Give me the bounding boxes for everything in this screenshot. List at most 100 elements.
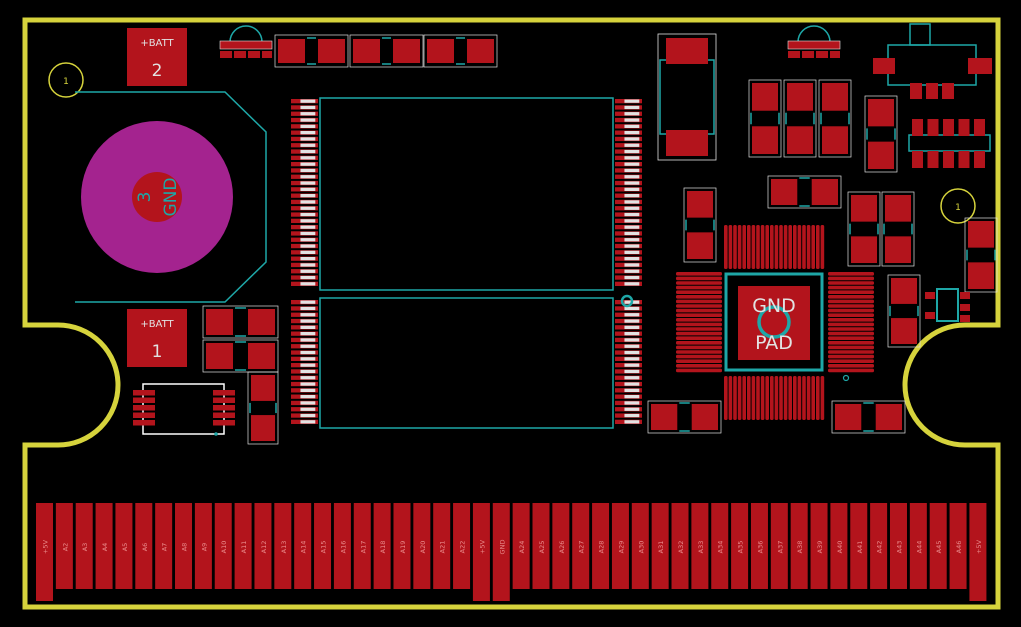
smd-resistor [423, 34, 498, 68]
qfn-pin [676, 285, 722, 290]
smd-passive [881, 191, 915, 267]
chip-pin-mark [300, 413, 316, 418]
edge-finger-label: A25 [538, 541, 546, 554]
edge-finger: A26 [552, 503, 570, 589]
chip-pin-mark [300, 250, 316, 254]
chip-pin-mark [624, 257, 640, 261]
qfn-pin [676, 350, 722, 354]
chip-pin-mark [300, 124, 316, 128]
qfn-pin [828, 341, 874, 345]
qfn-pin [828, 364, 874, 368]
edge-finger-label: A5 [121, 543, 129, 552]
qfn-pin [820, 225, 825, 269]
qfn-pin [802, 376, 806, 420]
edge-finger: A34 [711, 503, 729, 589]
qfn-pin [676, 359, 722, 363]
chip-pin-mark [624, 395, 640, 399]
edge-finger: A21 [433, 503, 451, 589]
header-pin [974, 151, 985, 168]
qfn-pin [828, 331, 874, 336]
regulator [873, 23, 992, 99]
chip-pin-mark [300, 168, 316, 173]
qfn-pin [828, 295, 874, 299]
chip-pin-mark [624, 137, 640, 141]
chip-pin-mark [624, 99, 640, 103]
edge-finger: A44 [909, 503, 927, 589]
edge-finger-label: A2 [61, 543, 69, 552]
qfn-pin [676, 290, 722, 294]
edge-finger-label: A46 [955, 541, 963, 554]
chip-pin-mark [624, 238, 640, 242]
edge-finger-label: A42 [876, 541, 884, 554]
edge-finger-label: A40 [836, 541, 844, 554]
batt-pad-2: +BATT 2 [127, 28, 187, 86]
chip-pin-mark [624, 338, 640, 342]
chip-pin-mark [300, 105, 316, 110]
chip-pin-mark [300, 162, 316, 166]
header-pin [912, 119, 923, 136]
memory-chip-top [291, 97, 642, 291]
edge-finger-label: A31 [657, 541, 665, 554]
svg-text:1: 1 [955, 203, 961, 213]
edge-finger: A13 [274, 503, 292, 589]
chip-pin-mark [300, 194, 316, 198]
chip-pin-mark [624, 313, 640, 317]
edge-finger: A9 [194, 503, 212, 589]
edge-finger-label: A26 [558, 541, 566, 554]
qfn-pin [806, 225, 811, 269]
chip-pin-mark [300, 118, 316, 122]
smd-passive [847, 191, 881, 267]
qfn-pin [676, 345, 722, 350]
chip-pin-mark [624, 112, 640, 116]
qfn-pin [828, 354, 874, 359]
header-pin [943, 119, 954, 136]
chip-pin-mark [624, 118, 640, 122]
chip-pin-mark [624, 105, 640, 110]
edge-finger: A27 [572, 503, 590, 589]
qfn-pin [793, 225, 797, 269]
chip-pin-mark [624, 350, 640, 355]
chip-pin-mark [300, 300, 316, 304]
smd-passive [202, 339, 279, 373]
edge-finger-label: A8 [181, 543, 189, 552]
qfn-pin [733, 225, 737, 269]
gnd-pad-name: GND [161, 178, 181, 217]
svg-text:GND: GND [752, 295, 796, 317]
smd-passive [964, 217, 998, 293]
chip-pin-mark [300, 420, 316, 424]
qfn-pin [783, 376, 788, 420]
edge-finger: A39 [810, 503, 828, 589]
qfn-pin [811, 225, 815, 269]
edge-finger: A15 [314, 503, 332, 589]
qfn-pin [820, 376, 825, 420]
edge-finger: +5V [969, 503, 987, 601]
edge-finger: A37 [770, 503, 788, 589]
qfn-pin [797, 376, 802, 420]
edge-finger-label: A6 [141, 543, 149, 552]
smd-passive [647, 400, 722, 434]
chip-pin-mark [300, 149, 316, 154]
chip-pin-mark [300, 231, 316, 236]
switch-pin [213, 405, 235, 411]
small-ic-right [925, 288, 970, 322]
edge-finger: A4 [95, 503, 113, 589]
header-small [908, 119, 991, 168]
qfn-pin [676, 368, 722, 373]
chip-pin-mark [300, 187, 316, 191]
switch-pin [213, 420, 235, 426]
chip-pin-mark [624, 363, 640, 367]
switch-pin [213, 412, 235, 418]
edge-finger-label: A29 [617, 541, 625, 554]
edge-finger: A5 [115, 503, 133, 589]
edge-finger: A33 [691, 503, 709, 589]
edge-finger: A8 [175, 503, 193, 589]
qfn-pin [811, 376, 815, 420]
chip-pin-mark [624, 357, 640, 361]
chip-pin-mark [300, 350, 316, 355]
pin1-marker [214, 432, 218, 436]
qfn-pin [751, 225, 756, 269]
qfn-pin [676, 331, 722, 336]
chip-pin-mark [300, 313, 316, 317]
qfn-pin [676, 308, 722, 313]
